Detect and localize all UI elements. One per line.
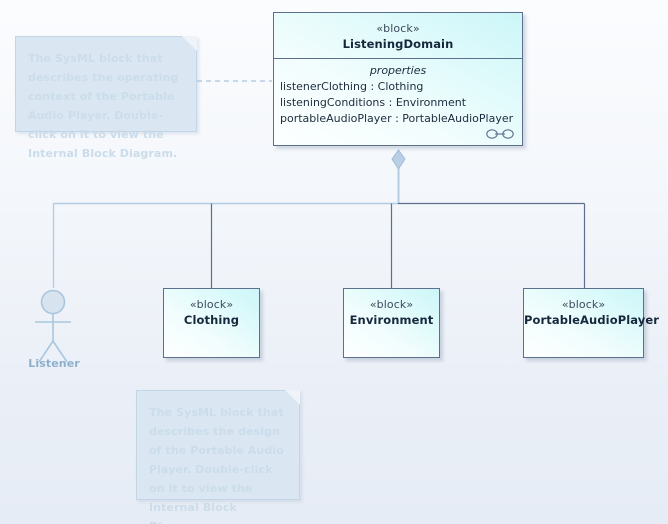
block-listening-domain[interactable]: «block» ListeningDomain properties liste… (273, 12, 523, 146)
composition-diamond (391, 149, 406, 170)
block-clothing[interactable]: «block» Clothing (163, 288, 260, 358)
property-row: portableAudioPlayer : PortableAudioPlaye… (280, 112, 514, 125)
actor-head-icon (40, 289, 66, 315)
actor-listener[interactable] (26, 286, 82, 370)
property-row: listenerClothing : Clothing (280, 80, 424, 93)
properties-compartment: properties listenerClothing : Clothing l… (274, 59, 522, 146)
block-title-area: «block» ListeningDomain (274, 13, 522, 52)
block-portable-audio-player[interactable]: «block» PortableAudioPlayer (523, 288, 660, 358)
note-context[interactable]: The SysML block that describes the opera… (15, 36, 197, 160)
compartment-label: properties (369, 64, 427, 77)
block-name-label: PortableAudioPlayer (524, 313, 660, 327)
block-title-area: «block» PortableAudioPlayer (524, 289, 660, 328)
stereotype-label: «block» (376, 22, 420, 35)
actor-left-leg-line (38, 340, 54, 363)
compartment-divider (274, 58, 522, 59)
block-environment[interactable]: «block» Environment (343, 288, 440, 358)
stereotype-label: «block» (561, 298, 606, 311)
block-title-area: «block» Clothing (164, 289, 259, 328)
stereotype-label: «block» (189, 298, 234, 311)
stereotype-label: «block» (369, 298, 414, 311)
note-design-text: The SysML block that describes the desig… (149, 406, 284, 524)
note-fold-icon (285, 390, 300, 405)
block-name-label: Environment (349, 313, 434, 327)
note-context-text: The SysML block that describes the opera… (28, 52, 179, 160)
property-row: listeningConditions : Environment (280, 96, 467, 109)
actor-name-label: Listener (28, 357, 80, 370)
internal-block-diagram-icon[interactable] (486, 128, 514, 140)
note-design[interactable]: The SysML block that describes the desig… (136, 390, 300, 524)
note-fold-icon (182, 36, 197, 51)
block-title-area: «block» Environment (344, 289, 439, 328)
block-name-label: Clothing (183, 313, 240, 327)
block-name-label: ListeningDomain (342, 37, 454, 51)
actor-right-leg-line (52, 340, 68, 363)
